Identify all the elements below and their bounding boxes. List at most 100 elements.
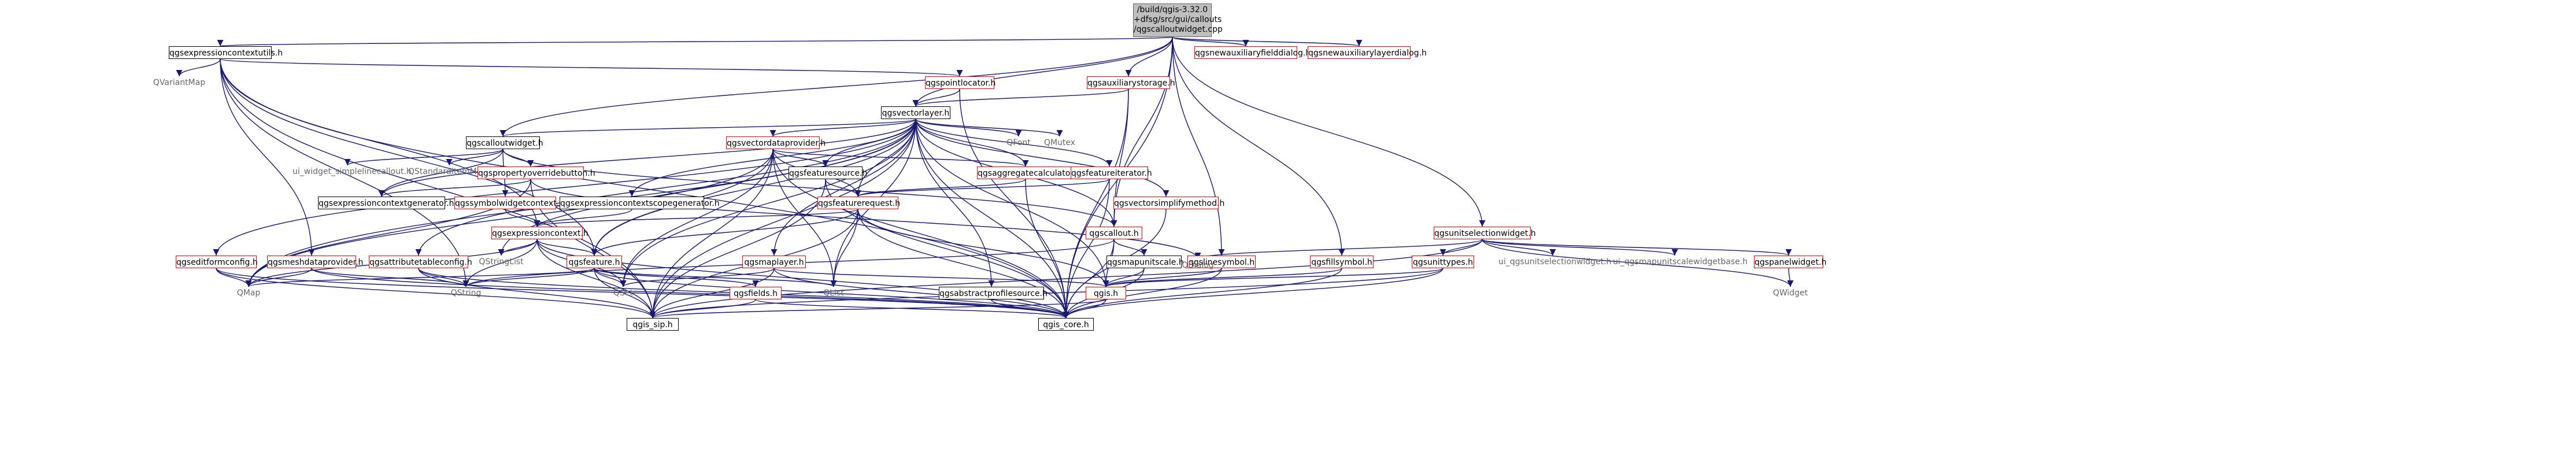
node-qfont: QFont — [1006, 138, 1031, 147]
node-qmutex: QMutex — [1043, 138, 1076, 147]
node-qgslinesymbol[interactable]: qgslinesymbol.h — [1187, 256, 1256, 268]
node-qgssymbolwidgetcontext[interactable]: qgssymbolwidgetcontext.h — [454, 197, 564, 209]
edge-qgsvectorlayer-to-qgsfeature — [591, 119, 916, 256]
edge-qgsvectorlayer-to-qmutex — [915, 119, 1063, 137]
root-file-node: /build/qgis-3.32.0 +dfsg/src/gui/callout… — [1133, 3, 1223, 37]
edge-qgsunittypes-to-qgis — [1102, 268, 1444, 287]
edge-root-to-qgsnewauxiliarylayerdialog — [1172, 36, 1363, 47]
edge-qgsexpressioncontextutils-to-qstring — [220, 58, 469, 287]
edge-qgseditformconfig-to-qgis_core — [216, 268, 1069, 319]
edge-qgsexpressioncontextutils-to-qgspointlocator — [220, 58, 963, 77]
edge-root-to-qgsvectorlayer — [912, 36, 1173, 107]
node-qgseditformconfig[interactable]: qgseditformconfig.h — [176, 256, 258, 268]
node-qgsmaplayer[interactable]: qgsmaplayer.h — [742, 256, 806, 268]
edge-qgsfields-to-qgis_sip — [649, 299, 756, 319]
node-qgsvectordataprovider[interactable]: qgsvectordataprovider.h — [726, 136, 826, 149]
node-qgsabstractprofilesource[interactable]: qgsabstractprofilesource.h — [939, 287, 1048, 299]
node-qgsexpressioncontextutils[interactable]: qgsexpressioncontextutils.h — [169, 46, 283, 59]
edge-qgsunittypes-to-qgis_sip — [649, 268, 1444, 319]
node-qgsexpressioncontextgenerator[interactable]: qgsexpressioncontextgenerator.h — [318, 197, 454, 209]
edge-qgsvectordataprovider-to-qgis_core — [772, 149, 1069, 319]
edge-qgsunitselectionwidget-to-ui_qgsunitselectionwidget — [1482, 239, 1556, 256]
edge-qgsfeature-to-qstring — [462, 268, 595, 287]
edge-qgsfeaturerequest-to-qgsexpressioncontext — [534, 209, 858, 227]
edge-qgsfeature-to-qgis_core — [594, 268, 1069, 319]
node-qgis[interactable]: qgis.h — [1086, 287, 1126, 299]
node-qgsfeatureiterator[interactable]: qgsfeatureiterator.h — [1071, 166, 1152, 179]
edge-qgsfeaturesource-to-qgis_sip — [649, 179, 826, 319]
node-qgspanelwidget[interactable]: qgspanelwidget.h — [1754, 256, 1826, 268]
edge-qgsvectordataprovider-to-qlist — [772, 149, 837, 287]
edge-qgsexpressioncontextutils-to-qgsfeature — [220, 58, 598, 256]
edge-qgsvectorlayer-to-qgsmaplayer — [771, 119, 916, 256]
edge-qgsfeatureiterator-to-qgsfeaturerequest — [854, 179, 1110, 197]
node-qgsexpressioncontextscopegenerator[interactable]: qgsexpressioncontextscopegenerator.h — [560, 197, 720, 209]
node-ui-qgsunitselectionwidget: ui_qgsunitselectionwidget.h — [1498, 257, 1612, 267]
node-qstring: QString — [450, 288, 482, 298]
edge-qgsexpressioncontextutils-to-qgsexpressioncontext — [220, 58, 541, 227]
edge-qgscalloutwidget-to-qgspropertyoverridebutton — [502, 149, 534, 167]
edge-qgsvectorlayer-to-qgsaggregatecalculator — [915, 119, 1029, 167]
edge-qgsexpressioncontextutils-to-qgsmeshdataprovider — [220, 58, 315, 256]
node-qgsexpressioncontext[interactable]: qgsexpressioncontext.h — [491, 227, 589, 239]
edge-qgsvectordataprovider-to-qgsaggregatecalculator — [772, 149, 1029, 167]
node-qdialog: QDialog — [1182, 261, 1214, 270]
edge-qgis-to-qgis_core — [1063, 299, 1106, 319]
node-qgsfillsymbol[interactable]: qgsfillsymbol.h — [1310, 256, 1374, 268]
node-qgsnewauxiliaryfielddialog[interactable]: qgsnewauxiliaryfielddialog.h — [1194, 46, 1311, 59]
node-qgscalloutwidget[interactable]: qgscalloutwidget.h — [466, 136, 543, 149]
edge-qgscalloutwidget-to-qstandarditemmodel — [446, 149, 504, 166]
edge-qgslinesymbol-to-qgis_core — [1063, 268, 1222, 319]
edge-root-to-qgsexpressioncontextutils — [218, 36, 1173, 47]
edge-qgsvectorlayer-to-qset — [620, 119, 916, 287]
node-qgsfeaturerequest[interactable]: qgsfeaturerequest.h — [817, 197, 900, 209]
node-qgsfeature[interactable]: qgsfeature.h — [567, 256, 622, 268]
edge-qgsvectordataprovider-to-qgsfeaturesource — [772, 149, 829, 167]
edge-qgsexpressioncontextutils-to-qvariantmap — [176, 58, 221, 77]
edge-qgsaggregatecalculator-to-qgis_core — [1025, 179, 1069, 319]
node-qgsaggregatecalculator[interactable]: qgsaggregatecalculator.h — [977, 166, 1080, 179]
edge-qgsexpressioncontext-to-qgis_sip — [536, 239, 656, 319]
node-qgsnewauxiliarylayerdialog[interactable]: qgsnewauxiliarylayerdialog.h — [1308, 46, 1427, 59]
edge-qgsfeaturerequest-to-qgsfeature — [591, 209, 858, 256]
node-qgscallout[interactable]: qgscallout.h — [1086, 227, 1142, 239]
node-qgsauxiliarystorage[interactable]: qgsauxiliarystorage.h — [1087, 76, 1175, 89]
node-qgsunittypes[interactable]: qgsunittypes.h — [1412, 256, 1474, 268]
node-qgsattributetableconfig[interactable]: qgsattributetableconfig.h — [369, 256, 472, 268]
node-qgsvectorlayer[interactable]: qgsvectorlayer.h — [881, 106, 950, 119]
node-qgsfields[interactable]: qgsfields.h — [730, 287, 782, 299]
edge-qgsmaplayer-to-qset — [620, 268, 775, 287]
edge-qgsvectorlayer-to-qgscalloutwidget — [499, 119, 916, 137]
edge-qgscalloutwidget-to-qgscallout — [502, 149, 1117, 227]
edge-qgsvectorlayer-to-qgsattributetableconfig — [415, 119, 916, 256]
edge-qgspanelwidget-to-qwidget — [1787, 268, 1794, 287]
edge-qgsfeaturerequest-to-qgis_core — [857, 209, 1069, 319]
node-qlist: QList — [823, 288, 844, 298]
edge-qgslinesymbol-to-qgis — [1102, 268, 1222, 287]
edge-qgscalloutwidget-to-ui_widget_simplelinecallout — [344, 149, 504, 166]
node-qgspropertyoverridebutton[interactable]: qgspropertyoverridebutton.h — [478, 166, 595, 179]
node-qgspointlocator[interactable]: qgspointlocator.h — [925, 76, 995, 89]
node-qvariantmap: QVariantMap — [153, 78, 206, 87]
node-qgis-sip[interactable]: qgis_sip.h — [627, 318, 679, 331]
node-qgis-core[interactable]: qgis_core.h — [1038, 318, 1094, 331]
node-qgsvectorsimplifymethod[interactable]: qgsvectorsimplifymethod.h — [1113, 197, 1224, 209]
edge-qgsvectorlayer-to-qgsexpressioncontextgenerator — [378, 119, 916, 197]
node-qgsfeaturesource[interactable]: qgsfeaturesource.h — [789, 166, 867, 179]
node-qgsmapunitscale[interactable]: qgsmapunitscale.h — [1106, 256, 1184, 268]
node-ui-qgsmapunitscalewidgetbase: ui_qgsmapunitscalewidgetbase.h — [1613, 257, 1748, 267]
edge-qgsauxiliarystorage-to-qgsvectorlayer — [912, 88, 1129, 107]
node-qgsmeshdataprovider[interactable]: qgsmeshdataprovider.h — [267, 256, 363, 268]
edge-qgsvectorlayer-to-qgsfeatureiterator — [915, 119, 1113, 167]
node-qgsunitselectionwidget[interactable]: qgsunitselectionwidget.h — [1434, 227, 1536, 239]
node-qwidget: QWidget — [1772, 288, 1808, 298]
edge-root-to-qgsnewauxiliaryfielddialog — [1172, 36, 1249, 47]
edge-root-to-qgsauxiliarystorage — [1125, 36, 1173, 77]
edge-qgsfillsymbol-to-qgis_core — [1063, 268, 1342, 319]
edge-qgsaggregatecalculator-to-qgsfeaturerequest — [854, 179, 1026, 197]
node-qstringlist: QStringList — [479, 257, 524, 267]
edge-root-to-qgsfillsymbol — [1172, 36, 1345, 256]
edge-qgsvectorlayer-to-qgsabstractprofilesource — [915, 119, 995, 287]
root-line2: +dfsg/src/gui/callouts — [1134, 15, 1222, 24]
edge-qgsmaplayer-to-qgis_sip — [649, 268, 775, 319]
